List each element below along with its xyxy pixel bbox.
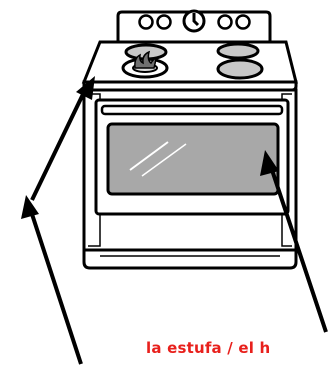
oven-door bbox=[96, 100, 288, 214]
knob-2 bbox=[158, 16, 171, 29]
arrow-up-left bbox=[21, 195, 81, 364]
label-caption: la estufa / el h bbox=[146, 339, 270, 357]
control-panel bbox=[118, 11, 270, 42]
cooktop bbox=[84, 42, 296, 82]
knob-3 bbox=[219, 16, 232, 29]
clock-dial bbox=[184, 11, 204, 31]
knob-4 bbox=[237, 16, 250, 29]
knob-1 bbox=[140, 16, 153, 29]
oven-window bbox=[108, 124, 278, 194]
oven-handle bbox=[102, 106, 282, 114]
stove-base bbox=[84, 250, 296, 268]
burner-back-right bbox=[218, 44, 258, 58]
burner-front-right bbox=[218, 60, 262, 78]
